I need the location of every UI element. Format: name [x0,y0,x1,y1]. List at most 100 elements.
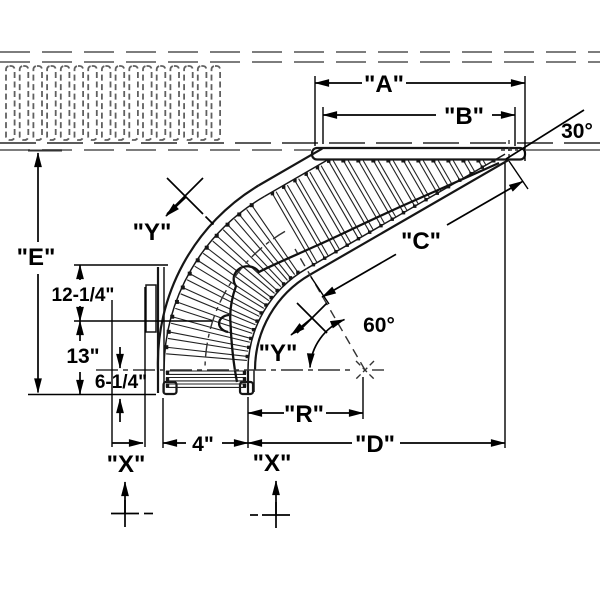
roller-mount-dot [334,250,338,254]
mainline-slat [32,65,43,141]
roller-mount-dot [304,172,308,176]
roller [177,301,254,331]
roller [482,160,487,166]
roller-mount-dot [264,303,268,307]
path-centerline-arc [204,230,286,371]
offset-bottom-label: 6-1/4" [95,372,147,393]
roller [357,160,393,220]
roller-mount-dot [288,276,293,280]
roller-mount-dot [255,319,259,323]
curve-angle-label: 60° [363,314,395,337]
mainline-slat [114,65,126,141]
roller-mount-dot [401,211,406,215]
roller-mount-dot [368,230,372,234]
mainline-slat [46,65,57,141]
roller [170,322,250,343]
roller-mount-dot [345,243,349,247]
roller [462,160,472,174]
mainline-slat [142,65,153,141]
point-x2-marker [250,480,290,528]
roller-mount-dot [401,158,406,163]
roller [342,160,382,226]
roller [328,160,371,233]
frame-width-label: 4" [192,433,214,456]
roller-mount-dot [165,384,170,388]
roller-mount-dot [204,245,209,250]
roller-mount-dot [341,158,346,163]
roller [197,260,267,306]
end-cap-right [238,380,255,396]
mainline-slat [169,65,180,141]
spur-conveyor [145,140,527,396]
guide-rail-hook [217,313,230,334]
roller [372,160,404,213]
roller-mount-dot [446,158,451,163]
roller-mount-dot [431,158,436,163]
dimension-annotations: "A" "B" 30° "C" "E" 12-1/4" 13" [17,71,593,458]
roller-mount-dot [480,165,485,169]
dim-d-label: "D" [355,431,395,458]
roller [271,193,314,265]
roller-mount-dot [281,185,286,189]
dim-b-label: "B" [444,103,484,130]
roller-mount-dot [435,191,439,195]
roller [227,224,284,285]
roller [286,184,329,257]
mainline-slat [183,65,194,141]
roller [180,293,256,326]
roller-mount-dot [249,336,253,341]
mainline-slat [155,65,167,141]
roller-mount-dot [214,233,219,238]
dim-r-label: "R" [284,401,324,428]
roller-mount-dot [166,329,171,334]
reference-points: "Y" "Y" "X" "X" [107,177,328,528]
roller [387,160,416,207]
roller-mount-dot [416,158,421,163]
dim-a-label: "A" [364,71,404,98]
roller-mount-dot [170,314,175,319]
roller-mount-dot [269,295,273,300]
roller [275,191,318,263]
dim-e-label: "E" [17,244,56,271]
roller [246,209,296,275]
roller [309,171,352,244]
roller [222,229,282,288]
roller [407,160,431,198]
mainline-slat [73,65,85,141]
roller-mount-dot [356,237,361,241]
roller [467,160,476,172]
roller-mount-dot [242,371,247,375]
roller-mount-dot [246,345,251,350]
mainline-slat [18,65,30,141]
point-y1-marker [165,177,215,226]
roller-mount-dot [469,172,473,176]
dim-c-label: "C" [401,228,441,255]
roller [422,160,442,192]
roller [186,279,260,317]
point-y2-label: "Y" [259,340,298,367]
roller-mount-dot [242,377,247,381]
roller [167,337,249,352]
roller [320,165,363,237]
mainline-slat [196,65,208,141]
roller [316,167,359,239]
roller-mount-dot [245,354,249,359]
roller [169,331,249,348]
roller-mount-dot [251,327,256,332]
roller [377,160,408,211]
roller-mount-dot [165,377,170,381]
roller [206,247,272,298]
roller [183,287,258,322]
roller-mount-dot [225,222,230,227]
roller [189,273,262,314]
roller-mount-dot [311,263,316,267]
roller [283,186,326,259]
roller-mount-dot [164,345,169,350]
roller [452,160,464,179]
roller [362,160,397,218]
roller-mount-dot [424,198,428,202]
point-x2-label: "X" [253,450,292,477]
mainline-slat [210,65,222,141]
roller [392,160,419,205]
